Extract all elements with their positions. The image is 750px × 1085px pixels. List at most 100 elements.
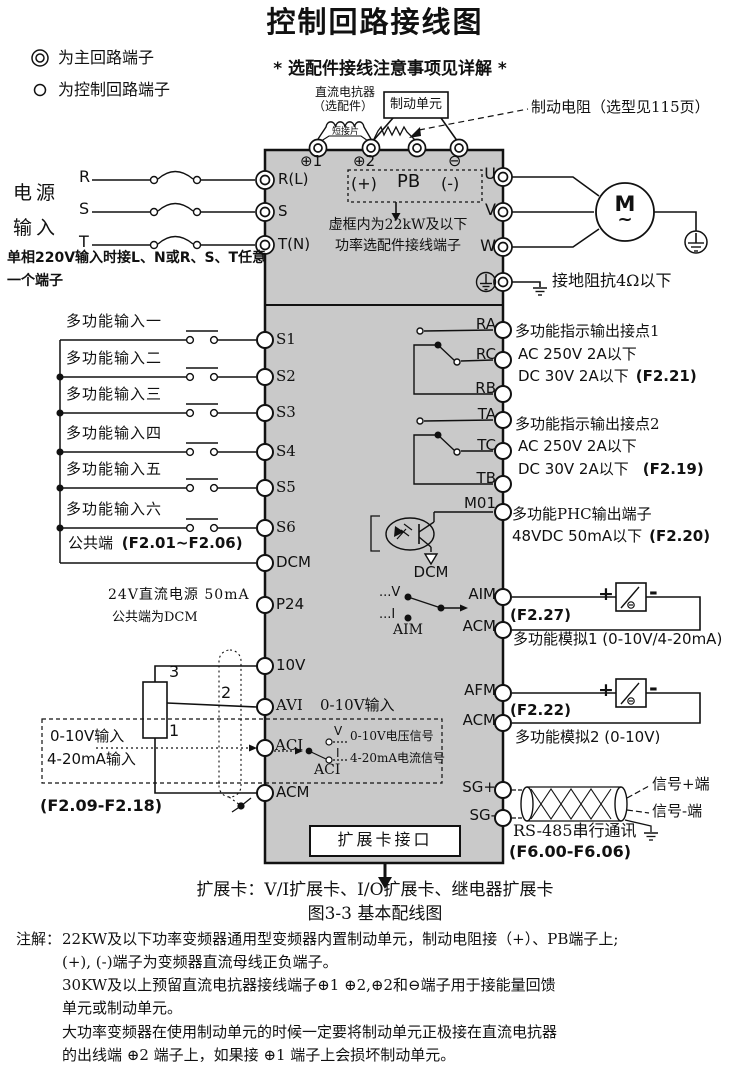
note-line-6: 的出线端 ⊕2 端子上，如果接 ⊕1 端子上会损坏制动单元。 — [62, 1046, 456, 1064]
terminal-p24-label: P24 — [276, 595, 305, 613]
phase-s-label: S — [79, 199, 90, 218]
ground-impedance-note: 接地阻抗4Ω以下 — [552, 271, 672, 290]
input-label-1: 多功能输入一 — [66, 312, 163, 330]
digital-input-switches — [56, 330, 256, 564]
aci-switch-v-label: V — [334, 724, 343, 738]
rs485-desc: RS-485串行通讯 — [513, 821, 637, 840]
single-phase-note-2: 一个端子 — [7, 273, 63, 289]
phase-r-label: R — [79, 167, 91, 186]
analog-input-dashed-box — [41, 718, 443, 784]
pb-dashed-box — [347, 169, 483, 221]
terminal-v-label: V — [485, 200, 496, 219]
note-line-2: (+), (-)端子为变频器直流母线正负端子。 — [62, 953, 338, 971]
terminal-dcm-label: DCM — [276, 553, 311, 571]
note-line-4: 单元或制动单元。 — [62, 999, 183, 1017]
terminal-10v-label: 10V — [276, 656, 306, 674]
pot-pin2-label: 2 — [221, 683, 232, 702]
legend-icons — [31, 49, 49, 97]
signal-minus-label: 信号-端 — [652, 802, 703, 820]
optocoupler — [370, 511, 493, 566]
uvw-terminals — [493, 167, 513, 292]
figure-caption: 图3-3 基本配线图 — [307, 904, 443, 924]
terminal-ra-label: RA — [475, 315, 496, 333]
terminal-s-label: S — [278, 202, 288, 220]
terminal-s5-label: S5 — [276, 478, 296, 496]
aci-voltage-desc: 0-10V电压信号 — [350, 729, 434, 743]
relay1-desc-3: DC 30V 2A以下(F2.21) — [518, 367, 697, 385]
relay1-desc-2: AC 250V 2A以下 — [518, 345, 637, 363]
legend-control-label: 为控制回路端子 — [58, 80, 171, 99]
power-input-switches — [92, 170, 255, 250]
terminal-sgm-label: SG- — [469, 806, 496, 824]
dc-reactor — [317, 121, 372, 144]
meter2-plus: + — [598, 679, 614, 701]
input-label-3: 多功能输入三 — [66, 385, 163, 403]
terminal-tb-label: TB — [476, 469, 496, 487]
dashed-box-note-1: 虚框内为22kW及以下 — [328, 217, 468, 233]
pe-ground — [475, 271, 547, 296]
terminal-t-label: T(N) — [278, 235, 311, 253]
brake-resistor-note: 制动电阻（选型见115页） — [531, 98, 710, 116]
terminal-afm-label: AFM — [464, 681, 496, 699]
phc-desc-1: 多功能PHC输出端子 — [512, 505, 652, 523]
brake-unit — [371, 91, 529, 143]
terminal-acm1-label: ACM — [462, 617, 496, 635]
power-label-2: 输入 — [13, 217, 60, 239]
meter1-plus: + — [598, 583, 614, 605]
expansion-desc: 扩展卡：V/I扩展卡、I/O扩展卡、继电器扩展卡 — [196, 880, 554, 900]
rs485-cable — [512, 785, 658, 841]
aim-switch-label: AIM — [393, 622, 423, 638]
terminal-s6-label: S6 — [276, 518, 296, 536]
note-line-5: 大功率变频器在使用制动单元的时候一定要将制动单元正极接在直流电抗器 — [62, 1023, 558, 1041]
opto-dcm-label: DCM — [413, 563, 449, 581]
terminal-s2-label: S2 — [276, 367, 296, 385]
inverter-block — [263, 148, 505, 865]
motor-wiring — [512, 176, 708, 254]
expansion-port-box — [309, 825, 461, 889]
aci-current-desc: 4-20mA电流信号 — [350, 751, 446, 765]
terminal-rb-label: RB — [475, 379, 496, 397]
aim-switch-i-label: ...I — [379, 607, 396, 622]
short-bar-label: 短接片 — [332, 127, 360, 137]
afm-desc: 多功能模拟2 (0-10V) — [515, 728, 661, 746]
power-label-1: 电源 — [13, 182, 60, 204]
expansion-port-label: 扩展卡接口 — [337, 830, 433, 849]
pot-pin1-label: 1 — [169, 721, 180, 740]
bus-terminals — [308, 138, 469, 158]
notes-label: 注解： — [16, 930, 62, 948]
pb-label: PB — [397, 171, 421, 192]
aim-ref: (F2.27) — [510, 606, 571, 624]
terminal-avi-label: AVI — [276, 696, 303, 714]
rs485-ref: (F6.00-F6.06) — [509, 842, 632, 861]
relay1-contacts — [413, 327, 494, 395]
terminal-w-label: W — [480, 236, 496, 255]
note-line-1: 22KW及以下功率变频器通用型变频器内置制动单元，制动电阻接（+）、PB端子上; — [62, 930, 619, 948]
motor-tilde-label: ~ — [617, 209, 633, 230]
motor-m-label: M — [614, 192, 636, 216]
dc-reactor-label: 直流电抗器 — [315, 85, 376, 99]
input-label-4: 多功能输入四 — [66, 424, 163, 442]
right-control-terminals — [494, 321, 512, 827]
single-phase-note-1: 单相220V输入时接L、N或R、S、T任意 — [7, 250, 267, 266]
aci-selector — [274, 738, 347, 764]
note-line-3: 30KW及以上预留直流电抗器接线端子⊕1 ⊕2,⊕2和⊖端子用于接能量回馈 — [62, 976, 556, 994]
common-terminal-note: 公共端 (F2.01~F2.06) — [68, 534, 243, 552]
relay2-desc-2: AC 250V 2A以下 — [518, 437, 637, 455]
input-label-6: 多功能输入六 — [66, 500, 163, 518]
pb-plus-label: (+) — [351, 174, 377, 193]
analog-box-line-1: 0-10V输入 — [50, 727, 125, 745]
potentiometer — [142, 649, 258, 813]
rst-terminals — [255, 170, 275, 255]
terminal-rc-label: RC — [475, 345, 496, 363]
aim-selector — [404, 593, 468, 622]
afm-ref: (F2.22) — [510, 701, 571, 719]
terminal-s3-label: S3 — [276, 403, 296, 421]
aim-switch-v-label: ...V — [379, 585, 401, 600]
meter1-minus: - — [649, 580, 658, 604]
relay2-contacts — [413, 417, 494, 485]
page-title: 控制回路接线图 — [266, 5, 484, 39]
input-label-5: 多功能输入五 — [66, 460, 163, 478]
terminal-s1-label: S1 — [276, 330, 296, 348]
